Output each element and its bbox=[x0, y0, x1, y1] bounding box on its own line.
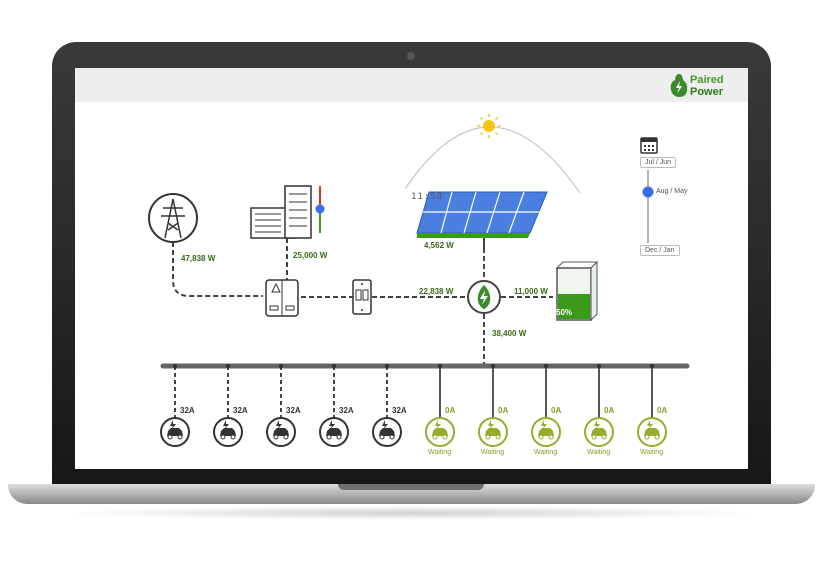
building-flow-label: 25,000 W bbox=[293, 251, 328, 260]
laptop-notch bbox=[338, 484, 484, 490]
charger-status: Waiting bbox=[640, 449, 664, 456]
date-option-middle[interactable]: Aug / May bbox=[656, 188, 688, 195]
energy-diagram bbox=[148, 114, 690, 447]
power-tower-icon[interactable] bbox=[148, 193, 198, 243]
power-lines bbox=[172, 238, 553, 366]
grid-flow-label: 47,838 W bbox=[181, 254, 216, 263]
inverter-flow-label: 22,838 W bbox=[419, 287, 454, 296]
breaker-icon[interactable] bbox=[352, 279, 372, 315]
charger-amps: 0A bbox=[445, 406, 456, 415]
building-load-slider[interactable] bbox=[315, 186, 325, 233]
solar-flow-label: 4,562 W bbox=[424, 241, 454, 250]
ev-charger-icon[interactable] bbox=[425, 363, 455, 447]
charger-amps: 0A bbox=[657, 406, 668, 415]
calendar-icon[interactable] bbox=[640, 137, 658, 154]
charger-amps: 32A bbox=[392, 406, 407, 415]
sun-icon bbox=[477, 114, 501, 138]
charger-amps: 32A bbox=[180, 406, 195, 415]
clock-display: 11:58 bbox=[411, 192, 444, 202]
ev-charger-icon[interactable] bbox=[266, 363, 296, 447]
ev-charger-icon[interactable] bbox=[213, 363, 243, 447]
charger-amps: 32A bbox=[339, 406, 354, 415]
date-option-top[interactable]: Jul / Jun bbox=[640, 157, 677, 168]
ev-charger-icon[interactable] bbox=[531, 363, 561, 447]
app-screen: Paired Power bbox=[75, 68, 748, 469]
charger-amps: 32A bbox=[233, 406, 248, 415]
ev-charger-icon[interactable] bbox=[478, 363, 508, 447]
brand-logo[interactable]: Paired Power bbox=[668, 72, 734, 100]
ev-charger-icon[interactable] bbox=[584, 363, 614, 447]
battery-percent: 50% bbox=[556, 308, 573, 317]
charger-amps: 32A bbox=[286, 406, 301, 415]
electrical-cabinet-icon[interactable] bbox=[265, 279, 299, 317]
charger-status: Waiting bbox=[587, 449, 611, 456]
brand-line1: Paired bbox=[690, 74, 724, 86]
date-slider-handle[interactable] bbox=[642, 186, 654, 198]
battery-icon[interactable] bbox=[555, 260, 599, 322]
brand-line2: Power bbox=[690, 86, 724, 98]
top-bar: Paired Power bbox=[75, 68, 748, 102]
leaf-bolt-icon[interactable] bbox=[467, 280, 501, 314]
charger-status: Waiting bbox=[481, 449, 505, 456]
ev-charger-icon[interactable] bbox=[319, 363, 349, 447]
ev-charger-icon[interactable] bbox=[372, 363, 402, 447]
date-option-bottom[interactable]: Dec / Jan bbox=[640, 245, 680, 256]
charger-amps: 0A bbox=[551, 406, 562, 415]
solar-panel-icon[interactable] bbox=[416, 191, 548, 250]
laptop-base bbox=[8, 484, 815, 504]
charger-status: Waiting bbox=[428, 449, 452, 456]
camera-icon bbox=[407, 52, 415, 60]
ev-charger-icon[interactable] bbox=[637, 363, 667, 447]
charger-amps: 0A bbox=[498, 406, 509, 415]
charger-amps: 0A bbox=[604, 406, 615, 415]
chargers-flow-label: 38,400 W bbox=[492, 329, 527, 338]
sun-path-arc bbox=[404, 126, 581, 194]
laptop-shadow bbox=[60, 506, 760, 520]
ev-charger-icon[interactable] bbox=[160, 363, 190, 447]
building-icon[interactable] bbox=[250, 185, 312, 239]
charger-status: Waiting bbox=[534, 449, 558, 456]
battery-flow-label: 11,000 W bbox=[514, 287, 548, 296]
pear-bolt-icon bbox=[670, 74, 688, 97]
